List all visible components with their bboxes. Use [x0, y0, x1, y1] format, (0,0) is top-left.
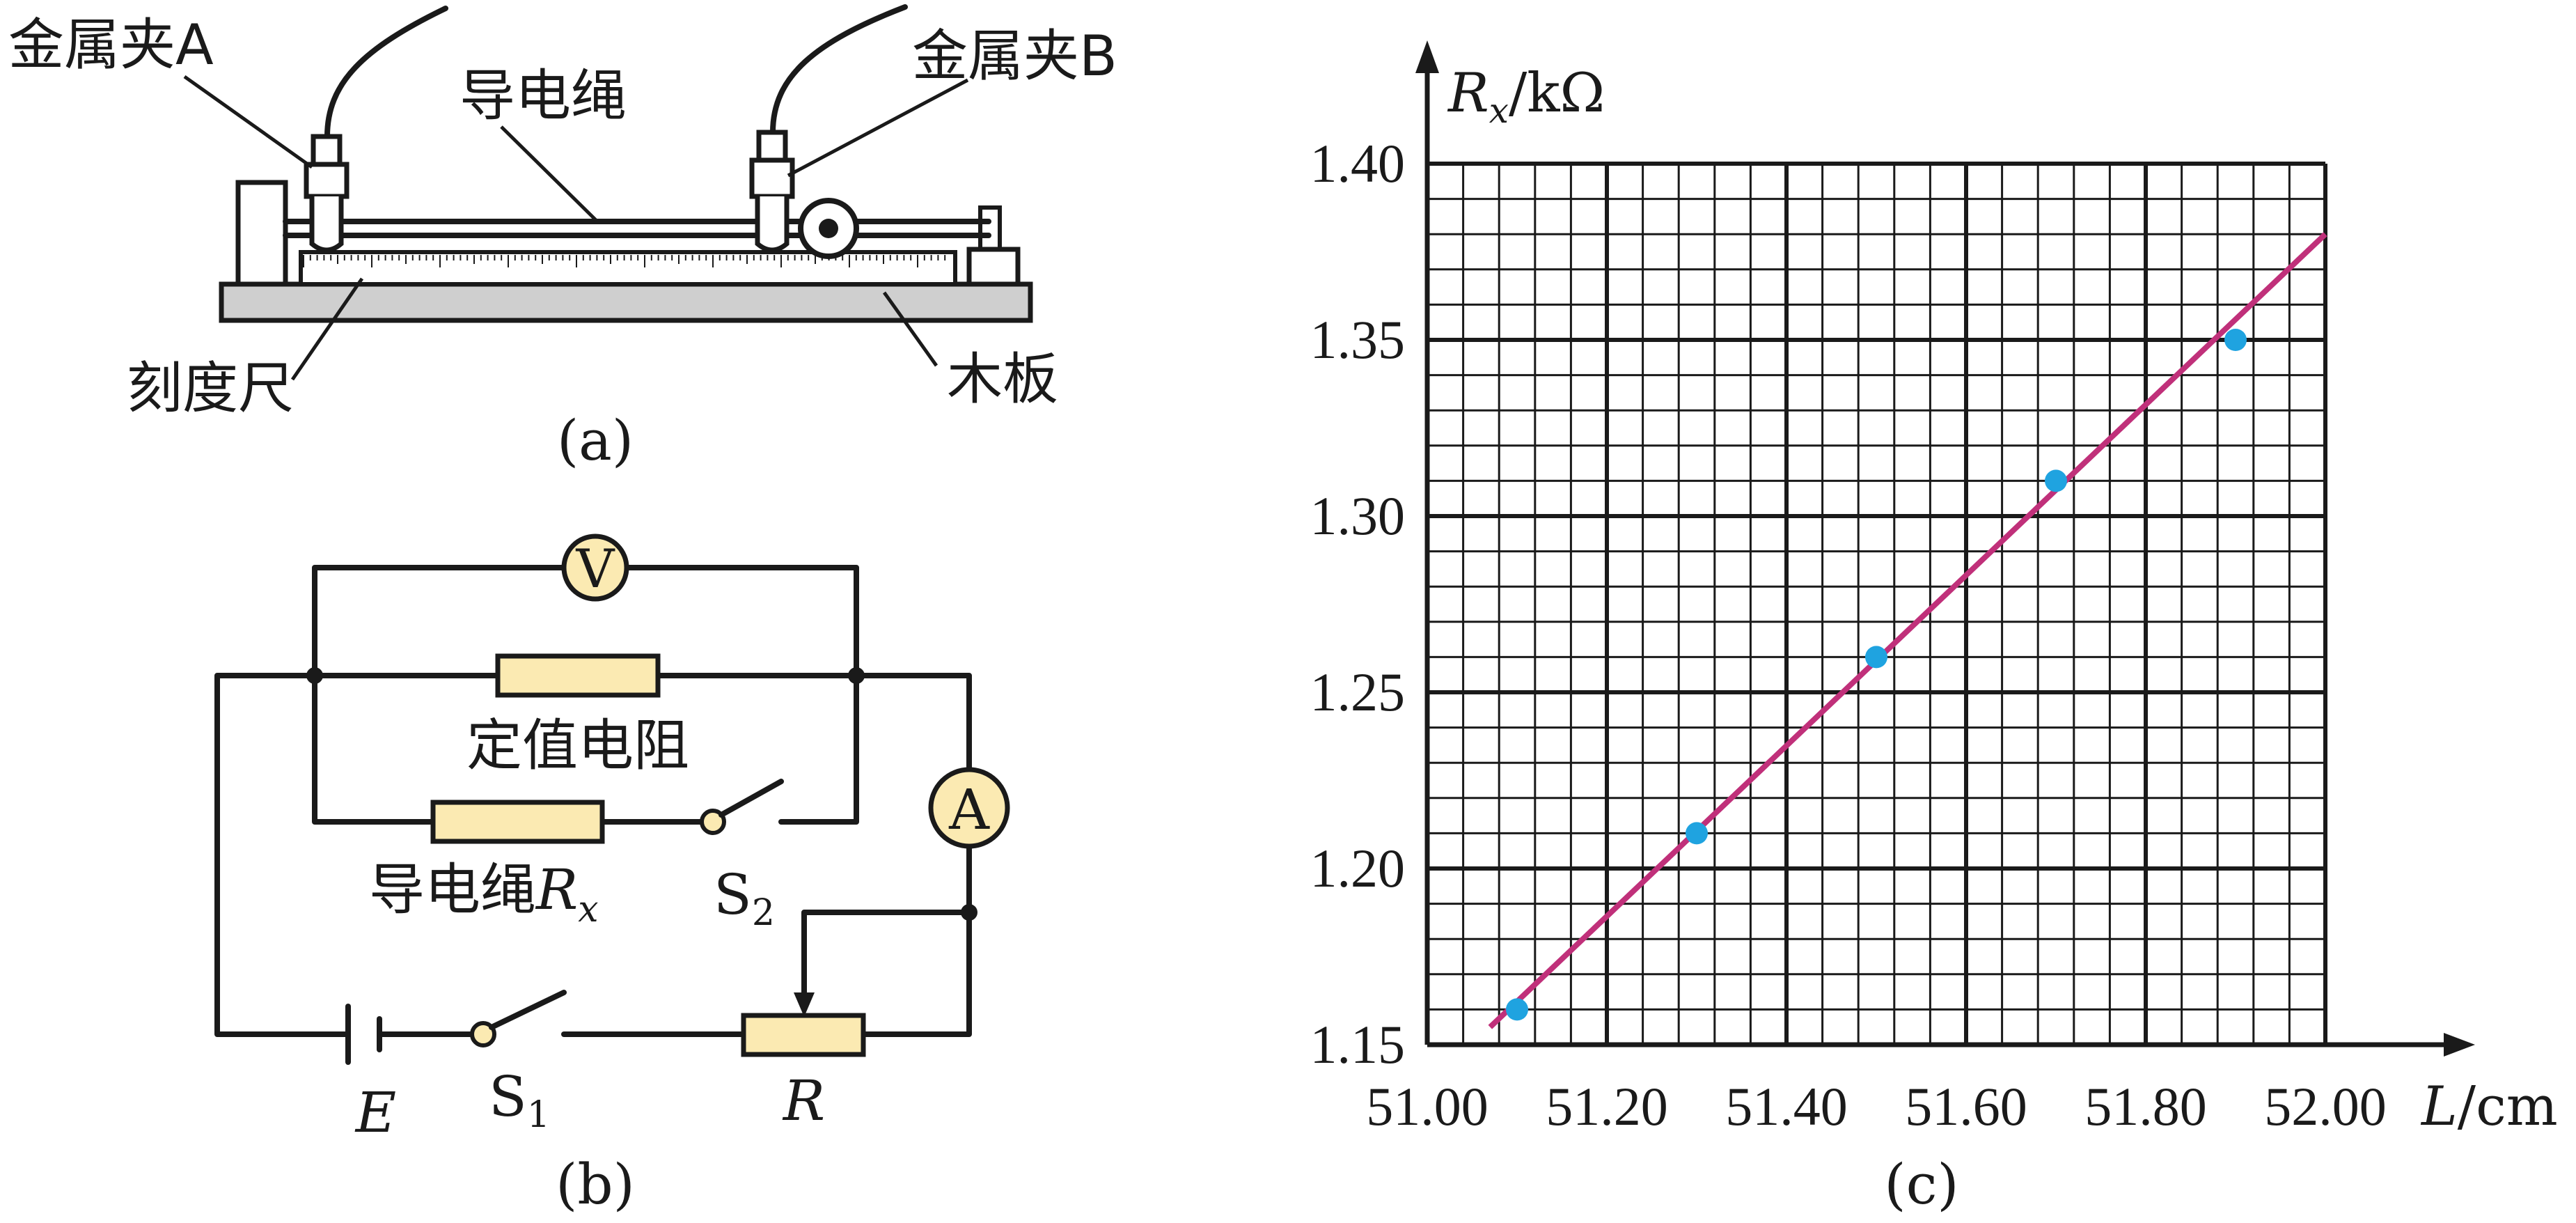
data-point [1686, 822, 1708, 845]
rheostat [741, 1013, 866, 1057]
rope-resistor [430, 800, 605, 844]
x-tick-label: 51.60 [1905, 1076, 2027, 1137]
ammeter-symbol: A [948, 777, 990, 842]
x-axis-label: L/cm [2420, 1075, 2558, 1138]
caption-b: (b) [556, 1152, 635, 1217]
label-battery: E [354, 1080, 396, 1145]
label-clip-b: 金属夹B [912, 24, 1117, 88]
battery [345, 1004, 382, 1065]
caption-a: (a) [557, 408, 634, 473]
x-tick-label: 51.80 [2084, 1076, 2207, 1137]
switch-s2 [700, 779, 784, 835]
y-tick-label: 1.15 [1310, 1014, 1406, 1075]
wire-voltmeter-right [624, 565, 859, 678]
wire-slider [801, 910, 972, 1009]
y-axis-label: Rx/kΩ [1447, 62, 1605, 131]
wire-rope-right [778, 673, 859, 825]
voltmeter-symbol: V [576, 538, 615, 600]
apparatus-diagram: 金属夹A 金属夹B 导电绳 刻度尺 木板 (a) [8, 4, 1117, 473]
voltmeter: V [561, 533, 629, 602]
x-tick-label: 52.00 [2264, 1076, 2387, 1137]
wood-board [219, 281, 1033, 323]
wire-outer-left [214, 673, 351, 1037]
right-post [978, 205, 1002, 251]
ruler [299, 250, 957, 286]
fit-line [1488, 232, 2327, 1029]
leader-ruler [290, 277, 364, 381]
leader-clip-b [787, 78, 969, 178]
chart-grid [1425, 162, 2327, 1047]
label-ruler: 刻度尺 [127, 356, 294, 421]
chart-tick-labels: 51.00 51.20 51.40 51.60 51.80 52.00 1.15 1.20 1.… [1310, 133, 2387, 1137]
leader-rope [500, 125, 600, 224]
data-point [1865, 646, 1887, 669]
wire-rope-left [312, 673, 436, 825]
junction-left [306, 667, 323, 684]
label-s1: S1 [489, 1064, 550, 1136]
leader-board [882, 291, 938, 367]
fixed-resistor [495, 653, 661, 698]
right-base [966, 247, 1021, 287]
wire-rheostat-right [861, 843, 972, 1037]
y-tick-label: 1.30 [1310, 485, 1406, 546]
x-axis-arrow-icon [2444, 1033, 2475, 1057]
wire-voltmeter-left [312, 565, 567, 678]
x-tick-label: 51.00 [1366, 1076, 1489, 1137]
metal-clip-b [749, 4, 908, 253]
wire-to-ammeter [854, 673, 972, 772]
chart-axes [1415, 40, 2475, 1057]
data-points [1506, 329, 2247, 1021]
label-clip-a: 金属夹A [8, 13, 214, 77]
y-axis-arrow-icon [1415, 40, 1439, 73]
y-tick-label: 1.35 [1310, 309, 1406, 370]
label-fixed-resistor: 定值电阻 [466, 713, 689, 778]
ruler-ticks [303, 255, 946, 267]
leader-clip-a [183, 75, 313, 169]
label-rope-resistor: 导电绳Rx [369, 857, 599, 930]
data-point [2224, 329, 2247, 351]
ammeter: A [928, 767, 1010, 849]
label-rope: 导电绳 [460, 63, 627, 128]
pulley-axle [819, 219, 838, 238]
y-tick-label: 1.25 [1310, 662, 1406, 722]
switch-s1 [470, 990, 567, 1047]
label-s2: S2 [714, 862, 775, 934]
label-rheostat: R [782, 1068, 825, 1133]
junction-slider [961, 904, 977, 921]
y-tick-label: 1.40 [1310, 133, 1406, 194]
left-support [235, 180, 288, 287]
junction-right [848, 667, 865, 684]
data-point [1506, 998, 1528, 1021]
x-tick-label: 51.40 [1725, 1076, 1848, 1137]
metal-clip-a [304, 6, 448, 253]
x-tick-label: 51.20 [1546, 1076, 1668, 1137]
y-tick-label: 1.20 [1310, 838, 1406, 898]
rx-vs-l-chart: 51.00 51.20 51.40 51.60 51.80 52.00 1.15 1.20 1.… [1310, 40, 2558, 1217]
caption-c: (c) [1884, 1152, 1958, 1217]
slider-arrow-icon [794, 992, 815, 1017]
circuit-diagram: V A 定值电阻 导电绳Rx S2 E S1 R [214, 533, 1010, 1217]
label-board: 木板 [947, 347, 1058, 412]
data-point [2045, 469, 2067, 492]
